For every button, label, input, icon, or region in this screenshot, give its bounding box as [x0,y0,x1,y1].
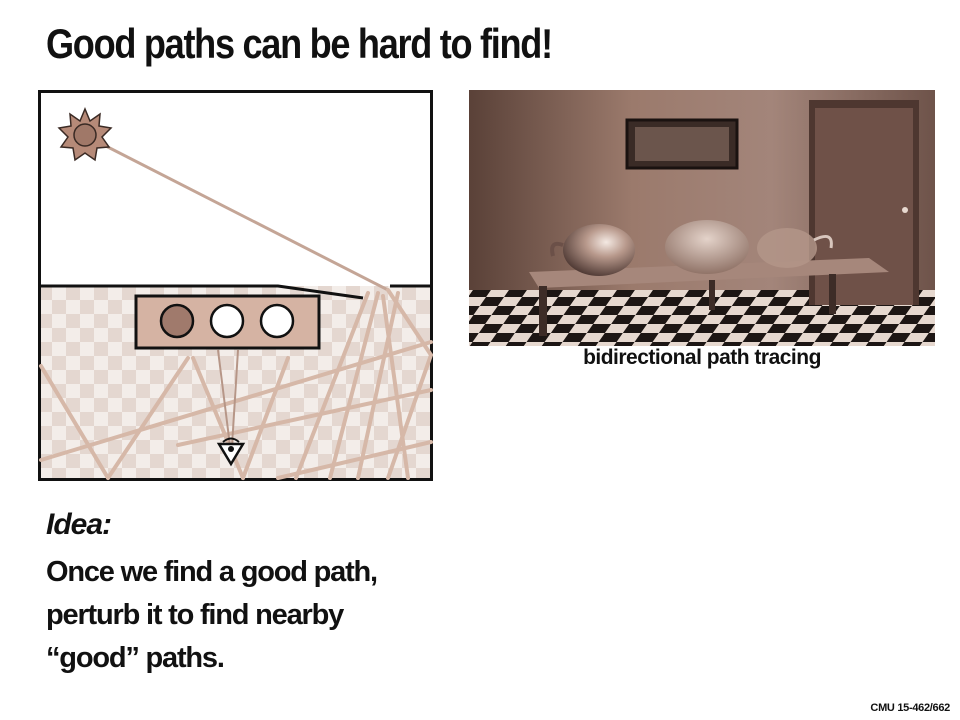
light-paths [39,288,433,480]
render-teapot [563,224,635,276]
image-caption: bidirectional path tracing [583,346,821,369]
idea-heading: Idea: [46,508,112,541]
eye-camera-icon [216,437,246,467]
render-teapot [757,228,817,268]
idea-line: “good” paths. [46,642,225,674]
dark-sphere [159,303,195,339]
wall-line [41,284,364,300]
white-sphere [209,303,245,339]
path-diagram [38,90,433,481]
render-teapot [665,220,749,274]
idea-line: perturb it to find nearby [46,599,344,631]
sun-icon [57,107,113,162]
camera-rays [217,349,239,447]
idea-text: Once we find a good path, perturb it to … [46,551,466,680]
bidirectional-render-image [469,90,935,346]
slide-title: Good paths can be hard to find! [46,20,553,67]
white-sphere [259,303,295,339]
course-footer: CMU 15-462/662 [870,702,950,714]
light-ray [97,140,389,292]
idea-line: Once we find a good path, [46,556,378,588]
